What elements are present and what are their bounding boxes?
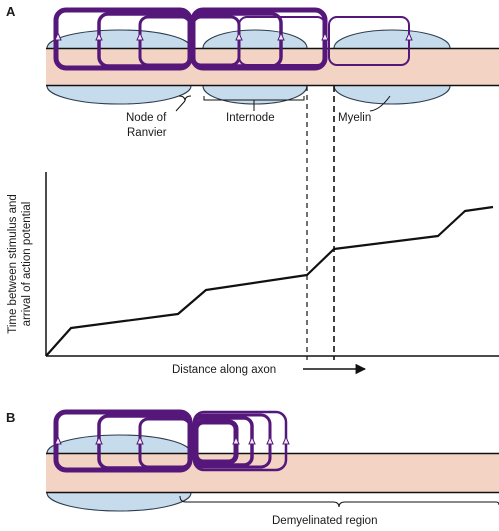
y-axis-label: Time between stimulus and arrival of act…	[7, 194, 33, 334]
demyelinated-bracket	[179, 495, 499, 508]
demyelinated-region-annotation: Demyelinated region	[179, 495, 499, 527]
current-loop	[138, 15, 192, 67]
internode-label: Internode	[226, 112, 275, 124]
current-arrow	[54, 31, 62, 41]
current-arrow	[266, 435, 274, 445]
current-arrow	[282, 435, 290, 445]
current-arrow	[235, 31, 243, 41]
current-arrow	[136, 31, 144, 41]
panel-a-letter: A	[6, 4, 16, 19]
current-arrow	[95, 31, 103, 41]
current-loop	[328, 16, 410, 66]
current-arrow	[321, 31, 329, 41]
current-arrow	[136, 435, 144, 445]
current-arrows-b	[54, 435, 290, 445]
current-loop	[238, 16, 326, 66]
panel-b-letter: B	[6, 410, 15, 425]
current-arrow	[248, 435, 256, 445]
current-arrow	[232, 435, 240, 445]
current-arrow	[95, 435, 103, 445]
current-arrows-a	[54, 31, 413, 41]
myelin-leader	[369, 95, 391, 112]
conduction-graph: Time between stimulus and arrival of act…	[7, 172, 499, 376]
conduction-time-curve	[45, 205, 494, 357]
y-axis-label-line2: arrival of action potential	[21, 202, 33, 327]
axon-interior-b	[46, 454, 499, 492]
current-arrow	[405, 31, 413, 41]
x-axis-label: Distance along axon	[172, 364, 276, 376]
node-leader	[175, 100, 186, 112]
panel-a-labels: Node of Ranvier Internode Myelin	[126, 95, 391, 139]
current-arrow	[54, 435, 62, 445]
y-axis-label-line1: Time between stimulus and	[7, 194, 19, 334]
node-label-line2: Ranvier	[127, 127, 167, 139]
current-arrow	[277, 31, 285, 41]
demyelinated-label: Demyelinated region	[272, 515, 377, 527]
node-bracket	[178, 95, 192, 102]
node-label-line1: Node of	[126, 112, 167, 124]
myelin-label: Myelin	[338, 112, 371, 124]
